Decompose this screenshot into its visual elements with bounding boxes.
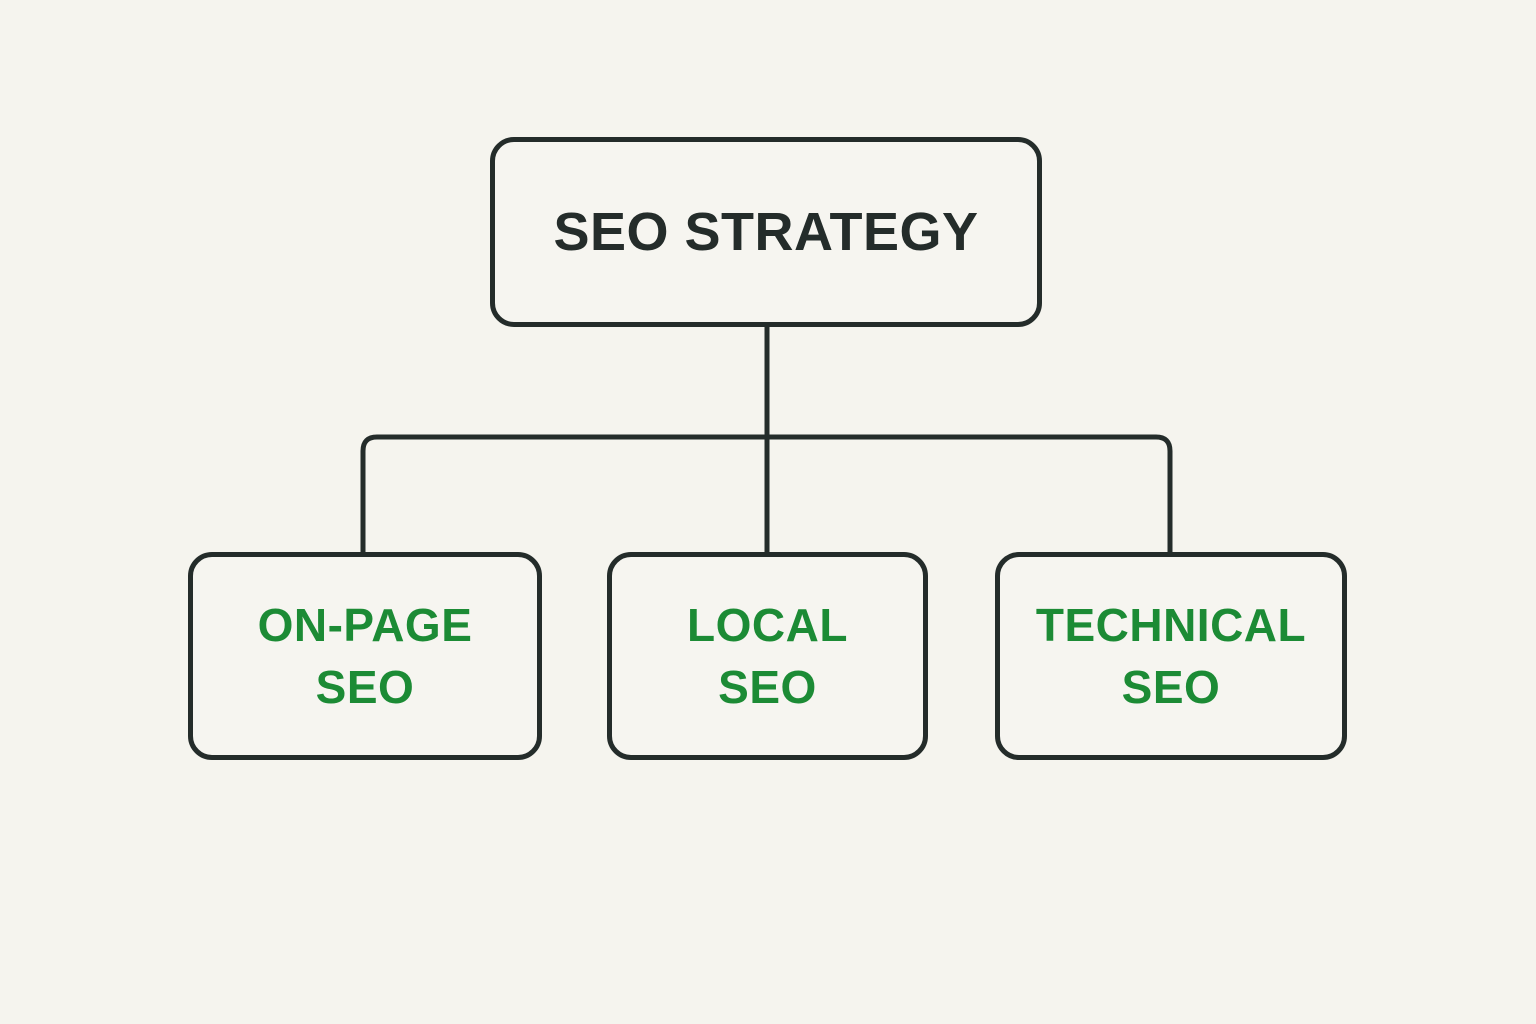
- node-local-seo-label: LOCAL SEO: [687, 599, 848, 713]
- node-technical-seo: TECHNICAL SEO: [995, 552, 1347, 760]
- node-on-page-seo-label: ON-PAGE SEO: [257, 599, 473, 713]
- node-seo-strategy-label: SEO STRATEGY: [553, 202, 979, 262]
- node-on-page-seo: ON-PAGE SEO: [188, 552, 542, 760]
- node-technical-seo-label: TECHNICAL SEO: [1035, 599, 1307, 713]
- node-local-seo: LOCAL SEO: [607, 552, 928, 760]
- node-seo-strategy: SEO STRATEGY: [490, 137, 1042, 327]
- connector-rail: [360, 434, 1173, 552]
